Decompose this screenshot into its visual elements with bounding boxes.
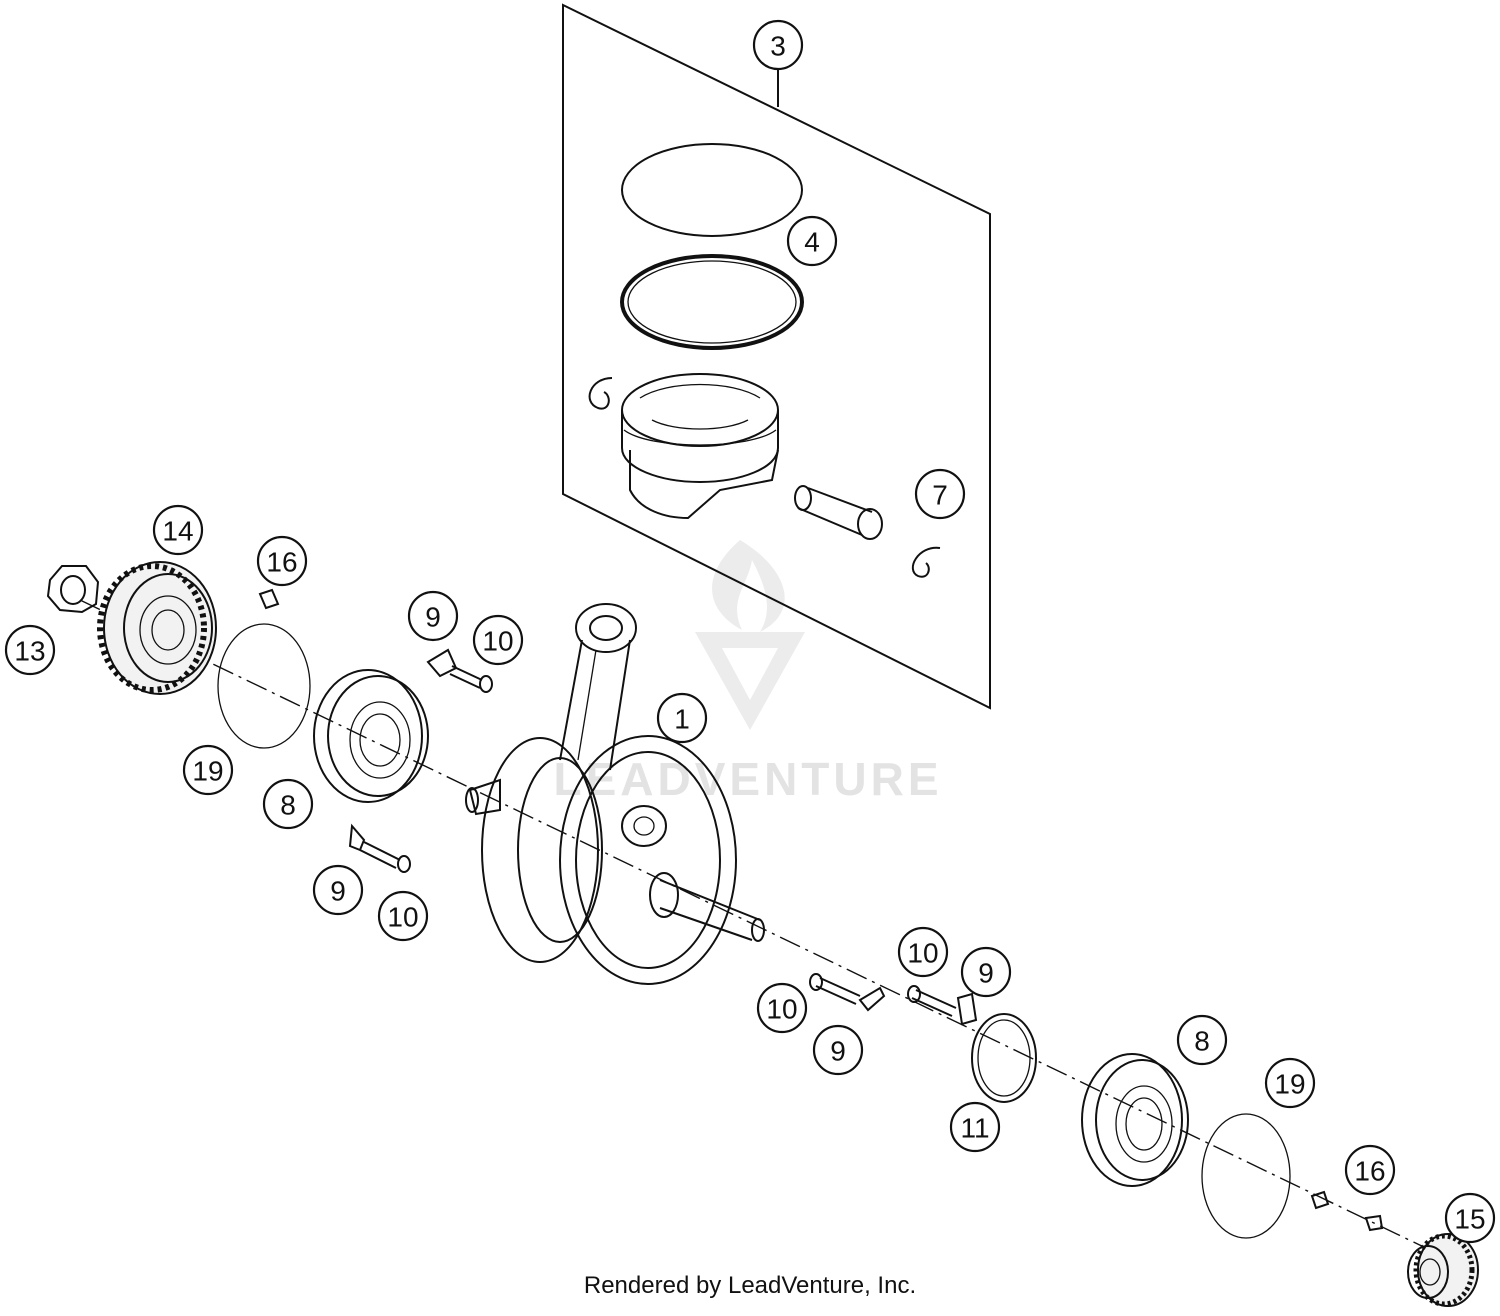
leadventure-watermark: LEADVENTURE — [553, 540, 939, 805]
shim-11-inner — [977, 1019, 1031, 1097]
callout-number: 10 — [907, 938, 938, 969]
woodruff-key-16-lower-b — [1364, 1214, 1384, 1232]
callout-11: 11 — [949, 1101, 1001, 1153]
callout-10d: 10 — [756, 982, 808, 1034]
callout-circle — [377, 890, 429, 942]
callout-circle — [472, 614, 524, 666]
callout-circle — [812, 1024, 864, 1076]
callout-circle — [656, 692, 708, 744]
callout-9a: 9 — [407, 590, 459, 642]
callout-number: 13 — [14, 636, 45, 667]
callout-circle — [1344, 1144, 1396, 1196]
callout-7: 7 — [914, 468, 966, 520]
callout-circle — [914, 468, 966, 520]
callout-number: 14 — [162, 516, 193, 547]
callout-number: 10 — [482, 626, 513, 657]
piston-ring-lower — [620, 254, 804, 350]
callout-number: 9 — [978, 958, 994, 989]
callout-circle — [949, 1101, 1001, 1153]
callout-10b: 10 — [377, 890, 429, 942]
callout-19b: 19 — [1264, 1057, 1316, 1109]
callout-circle — [786, 215, 838, 267]
callout-number: 7 — [932, 480, 948, 511]
callout-16a: 16 — [256, 535, 308, 587]
piston-ring-upper — [621, 143, 803, 237]
callout-13: 13 — [4, 624, 56, 676]
callout-number: 3 — [770, 31, 786, 62]
callout-14: 14 — [152, 504, 204, 556]
callout-number: 19 — [1274, 1069, 1305, 1100]
callout-9d: 9 — [812, 1024, 864, 1076]
crank-axis-line — [79, 599, 1431, 1251]
callout-circle — [262, 778, 314, 830]
shim-19-left — [217, 623, 311, 749]
callout-circle — [1264, 1057, 1316, 1109]
callout-circle — [960, 946, 1012, 998]
callout-10c: 10 — [897, 926, 949, 978]
callout-9c: 9 — [960, 946, 1012, 998]
callout-layer: 3 4 7 14 16 13 9 10 1 19 8 9 10 10 9 10 9 11 8 19 16 15 — [4, 19, 1496, 1244]
callout-number: 10 — [766, 994, 797, 1025]
callout-number: 4 — [804, 227, 820, 258]
callout-1: 1 — [656, 692, 708, 744]
callout-8b: 8 — [1176, 1014, 1228, 1066]
footer-credit: Rendered by LeadVenture, Inc. — [583, 1272, 917, 1299]
callout-9b: 9 — [312, 864, 364, 916]
callout-3: 3 — [752, 19, 804, 71]
callout-number: 8 — [280, 790, 296, 821]
callout-number: 10 — [387, 902, 418, 933]
callout-circle — [256, 535, 308, 587]
circlip-left — [588, 377, 613, 410]
callout-number: 1 — [674, 704, 690, 735]
timing-gear-14 — [97, 561, 217, 695]
piston-ring-lower-inner — [627, 260, 797, 344]
callout-number: 16 — [266, 547, 297, 578]
callout-circle — [312, 864, 364, 916]
bearing-8-left — [313, 669, 429, 803]
callout-number: 9 — [830, 1036, 846, 1067]
bearing-8-right — [1081, 1053, 1189, 1187]
callout-circle — [4, 624, 56, 676]
nut-13 — [46, 565, 100, 614]
circlip-right — [911, 546, 941, 578]
callout-number: 11 — [960, 1113, 989, 1144]
callout-circle — [1444, 1192, 1496, 1244]
lock-plate-9-right-a — [809, 973, 886, 1012]
woodruff-key-16-upper — [258, 588, 280, 610]
lock-plate-9-lower — [348, 823, 411, 873]
lock-plate-9-upper — [426, 648, 493, 693]
gear-15 — [1407, 1233, 1479, 1307]
callout-circle — [752, 19, 804, 71]
lock-plate-9-right-b — [907, 985, 978, 1026]
callout-16b: 16 — [1344, 1144, 1396, 1196]
callout-number: 15 — [1454, 1204, 1485, 1235]
callout-number: 8 — [1194, 1026, 1210, 1057]
piston-kit-panel — [562, 3, 991, 710]
callout-15: 15 — [1444, 1192, 1496, 1244]
callout-circle — [407, 590, 459, 642]
callout-19a: 19 — [182, 744, 234, 796]
callout-10a: 10 — [472, 614, 524, 666]
piston-pin — [794, 485, 883, 540]
callout-number: 16 — [1354, 1156, 1385, 1187]
piston — [621, 373, 779, 520]
callout-circle — [152, 504, 204, 556]
callout-circle — [897, 926, 949, 978]
callout-number: 9 — [425, 602, 441, 633]
callout-number: 9 — [330, 876, 346, 907]
callout-circle — [1176, 1014, 1228, 1066]
crankshaft-1 — [465, 603, 765, 985]
callout-4: 4 — [786, 215, 838, 267]
callout-circle — [756, 982, 808, 1034]
shim-19-right — [1201, 1113, 1291, 1239]
callout-number: 19 — [192, 756, 223, 787]
callout-circle — [182, 744, 234, 796]
woodruff-key-16-lower-a — [1310, 1190, 1330, 1210]
shim-11 — [971, 1013, 1037, 1103]
callout-8a: 8 — [262, 778, 314, 830]
